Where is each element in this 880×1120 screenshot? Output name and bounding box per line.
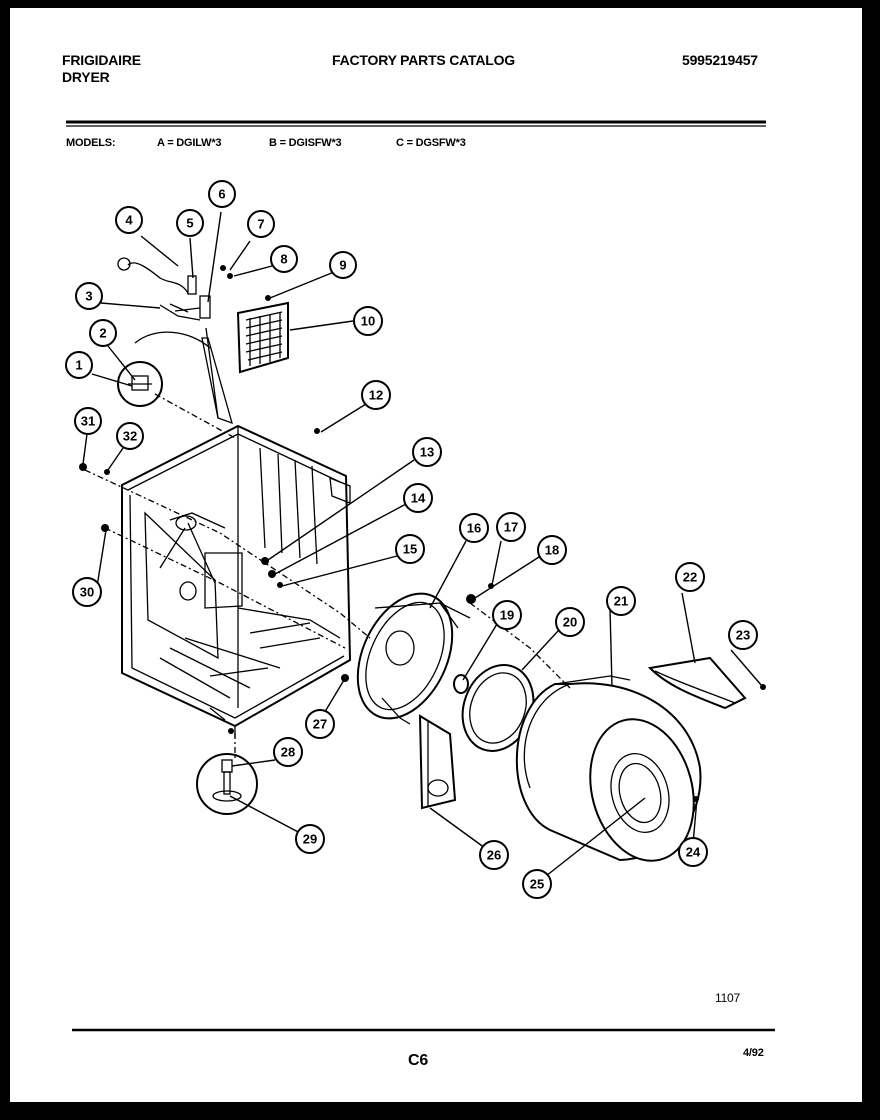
brand-block: FRIGIDAIRE DRYER [62, 52, 141, 86]
callout-12: 12 [361, 380, 391, 410]
callout-28: 28 [273, 737, 303, 767]
alignment-lines [84, 393, 571, 758]
cabinet-drawing [121, 424, 352, 738]
callout-16: 16 [459, 513, 489, 543]
callout-1: 1 [65, 351, 93, 379]
svg-text:29: 29 [303, 832, 317, 847]
svg-text:7: 7 [257, 217, 264, 232]
svg-text:23: 23 [736, 628, 750, 643]
callout-30: 30 [72, 577, 102, 607]
callout-8: 8 [270, 245, 298, 273]
rear-bulkhead-drawing [356, 592, 471, 725]
catalog-page: FRIGIDAIRE DRYER FACTORY PARTS CATALOG 5… [10, 8, 862, 1102]
baffle-drawing [647, 656, 747, 710]
callout-6: 6 [208, 180, 236, 208]
svg-text:26: 26 [487, 848, 501, 863]
models-label: MODELS: [66, 137, 116, 149]
exhaust-duct-drawing [418, 714, 457, 810]
svg-text:4: 4 [125, 213, 133, 228]
callout-18: 18 [537, 535, 567, 565]
callout-23: 23 [728, 620, 758, 650]
svg-text:21: 21 [614, 594, 628, 609]
svg-text:6: 6 [218, 187, 225, 202]
callout-5: 5 [176, 209, 204, 237]
callout-25: 25 [522, 869, 552, 899]
svg-text:18: 18 [545, 543, 559, 558]
svg-text:24: 24 [686, 845, 701, 860]
model-c: C = DGSFW*3 [396, 137, 466, 149]
svg-text:28: 28 [281, 745, 295, 760]
callout-29: 29 [295, 824, 325, 854]
svg-text:27: 27 [313, 717, 327, 732]
svg-text:30: 30 [80, 585, 94, 600]
svg-text:16: 16 [467, 521, 481, 536]
svg-text:8: 8 [280, 252, 287, 267]
brand-name: FRIGIDAIRE [62, 52, 141, 68]
callout-2: 2 [89, 319, 117, 347]
svg-text:20: 20 [563, 615, 577, 630]
leg-detail-drawing [196, 753, 258, 815]
svg-text:17: 17 [504, 520, 518, 535]
model-b: B = DGISFW*3 [269, 137, 342, 149]
callout-13: 13 [412, 437, 442, 467]
svg-text:32: 32 [123, 429, 137, 444]
callout-9: 9 [329, 251, 357, 279]
exploded-parts-diagram: 1 2 3 4 5 6 7 8 9 10 12 13 14 15 16 17 1… [65, 120, 775, 1032]
model-a: A = DGILW*3 [157, 137, 222, 149]
catalog-part-number: 5995219457 [682, 52, 758, 68]
callout-17: 17 [496, 512, 526, 542]
product-type: DRYER [62, 69, 110, 85]
svg-text:14: 14 [411, 491, 426, 506]
callout-4: 4 [115, 206, 143, 234]
leader-lines [82, 211, 763, 877]
svg-text:12: 12 [369, 388, 383, 403]
svg-text:22: 22 [683, 570, 697, 585]
revision-date: 4/92 [743, 1047, 764, 1059]
svg-text:15: 15 [403, 542, 417, 557]
part-callouts: 1 2 3 4 5 6 7 8 9 10 12 13 14 15 16 17 1… [65, 180, 758, 899]
callout-19: 19 [492, 600, 522, 630]
callout-7: 7 [247, 210, 275, 238]
callout-32: 32 [116, 422, 144, 450]
drum-drawing [515, 675, 702, 862]
svg-text:31: 31 [81, 414, 95, 429]
svg-text:5: 5 [186, 216, 193, 231]
seal-rings-drawing [453, 664, 535, 752]
svg-text:19: 19 [500, 608, 514, 623]
svg-text:1: 1 [75, 358, 82, 373]
figure-code: 1107 [715, 991, 741, 1005]
svg-text:10: 10 [361, 314, 375, 329]
callout-10: 10 [353, 306, 383, 336]
callout-31: 31 [74, 407, 102, 435]
svg-text:9: 9 [339, 258, 346, 273]
callout-15: 15 [395, 534, 425, 564]
svg-text:13: 13 [420, 445, 434, 460]
svg-text:2: 2 [99, 326, 106, 341]
callout-20: 20 [555, 607, 585, 637]
callout-27: 27 [305, 709, 335, 739]
callout-21: 21 [606, 586, 636, 616]
catalog-title: FACTORY PARTS CATALOG [332, 52, 515, 68]
callout-22: 22 [675, 562, 705, 592]
svg-text:25: 25 [530, 877, 544, 892]
page-number: C6 [408, 1052, 429, 1069]
callout-14: 14 [403, 483, 433, 513]
callout-3: 3 [75, 282, 103, 310]
callout-24: 24 [678, 837, 708, 867]
svg-text:3: 3 [85, 289, 92, 304]
upper-parts-drawing [117, 257, 289, 425]
callout-26: 26 [479, 840, 509, 870]
